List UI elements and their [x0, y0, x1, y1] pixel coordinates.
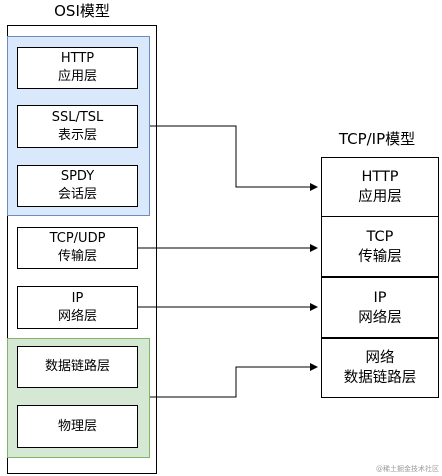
tcpip-transport-protocol: TCP	[366, 228, 394, 245]
tcpip-layer-link: 网络 数据链路层	[321, 338, 439, 398]
osi-layer-presentation: SSL/TSL 表示层	[17, 105, 138, 148]
tcpip-layer-application: HTTP 应用层	[321, 157, 439, 217]
tcpip-layer-transport: TCP 传输层	[321, 216, 439, 277]
tcpip-title: TCP/IP模型	[338, 130, 416, 148]
tcpip-layer-network: IP 网络层	[321, 277, 439, 338]
osi-network-name: 网络层	[57, 308, 97, 324]
osi-presentation-protocol: SSL/TSL	[51, 109, 104, 125]
osi-session-protocol: SPDY	[60, 169, 95, 184]
watermark-text: @稀土掘金技术社区	[376, 465, 439, 473]
tcpip-network-name: 网络层	[358, 309, 402, 326]
tcpip-network-protocol: IP	[373, 289, 387, 306]
tcpip-link-line1: 网络	[365, 350, 395, 366]
tcpip-transport-name: 传输层	[358, 248, 402, 265]
osi-network-protocol: IP	[71, 290, 84, 306]
osi-application-name: 应用层	[57, 69, 97, 84]
tcpip-application-name: 应用层	[358, 189, 402, 205]
osi-title: OSI模型	[54, 2, 110, 20]
osi-application-protocol: HTTP	[60, 51, 95, 66]
osi-layer-network: IP 网络层	[17, 286, 138, 329]
arrow-lower-to-link	[150, 363, 318, 398]
osi-physical-name: 物理层	[57, 418, 97, 434]
osi-transport-name: 传输层	[57, 249, 97, 264]
tcpip-link-line2: 数据链路层	[343, 370, 417, 386]
tcpip-application-protocol: HTTP	[361, 169, 399, 185]
osi-layer-session: SPDY 会话层	[17, 165, 138, 207]
osi-session-name: 会话层	[57, 187, 97, 202]
osi-layer-physical: 物理层	[17, 405, 138, 448]
osi-layer-application: HTTP 应用层	[17, 47, 138, 89]
osi-data-link-name: 数据链路层	[44, 359, 110, 374]
osi-transport-protocol: TCP/UDP	[49, 231, 106, 246]
osi-presentation-name: 表示层	[57, 127, 97, 143]
osi-layer-transport: TCP/UDP 传输层	[17, 227, 138, 269]
osi-layer-data-link: 数据链路层	[17, 346, 138, 388]
arrow-upper-to-application	[150, 125, 318, 191]
